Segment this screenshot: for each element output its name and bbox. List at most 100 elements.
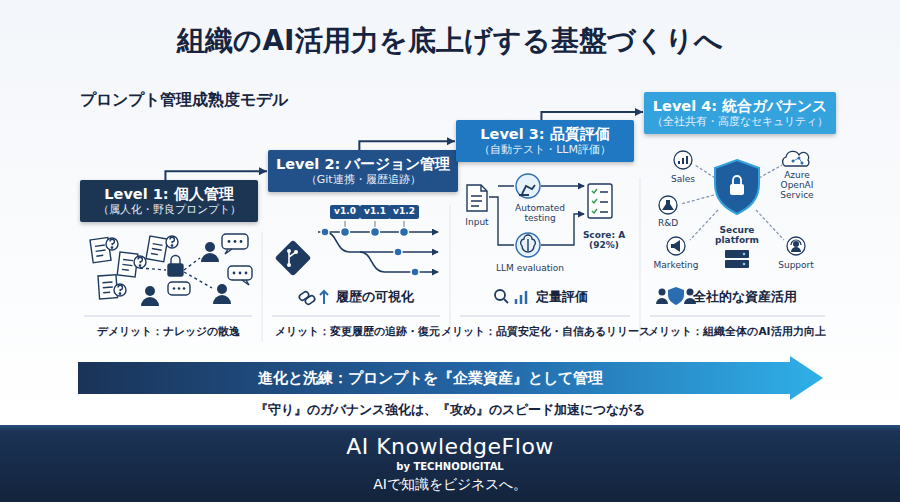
governance-hub-illustration: [791, 240, 801, 245]
node-heading: 進化と洗練：プロンプトを『企業資産』として管理: [78, 362, 823, 394]
level-header: Level 3: 品質評価（自動テスト・LLM評価）: [456, 120, 634, 162]
quality-evaluation-illustration: [516, 174, 540, 198]
git-branch-illustration: [371, 228, 380, 237]
illustration-label: Score: A (92%): [581, 231, 627, 251]
governance-hub-illustration: [695, 165, 715, 178]
scattered-prompts-illustration: [118, 285, 122, 291]
separator-line: [84, 316, 825, 317]
governance-hub-illustration: [787, 237, 805, 255]
scattered-prompts-illustration: [242, 280, 249, 285]
metrics-icon: [495, 290, 505, 300]
arrow-band-shape: [78, 356, 823, 400]
quality-evaluation-illustration: [489, 186, 514, 245]
step-connector: [165, 171, 267, 180]
scattered-prompts-illustration: [225, 249, 232, 254]
node-subtext: （属人化・野良プロンプト）: [88, 203, 250, 217]
scattered-prompts-illustration: [119, 293, 120, 294]
separator-line: [84, 316, 252, 317]
scattered-prompts-illustration: [239, 272, 242, 275]
feature-caption: 全社的な資産活用: [693, 289, 797, 305]
footer-band: AI KnowledgeFlowby TECHNODIGITAL AIで知識をビジ…: [0, 425, 900, 502]
node-subtext: （Git連携・履歴追跡）: [276, 173, 450, 187]
governance-hub-illustration: [681, 195, 714, 204]
history-icon: [298, 291, 310, 302]
git-branch-illustration: [275, 221, 438, 276]
governance-hub-illustration: [756, 210, 784, 240]
governance-hub-illustration: [783, 151, 809, 166]
shared-assets-icon: [668, 287, 684, 305]
governance-hub-illustration: [671, 240, 680, 252]
scattered-prompts-illustration: [173, 287, 176, 290]
step-connector: [359, 141, 455, 150]
department-label: Support: [778, 260, 814, 271]
merit-text: メリット：品質安定化・自信あるリリース: [441, 325, 650, 338]
progress-arrow-band: 進化と洗練：プロンプトを『企業資産』として管理: [78, 356, 823, 400]
node-heading: Level 1: 個人管理: [88, 185, 250, 203]
section-heading: プロンプト管理成熟度モデル: [80, 90, 288, 109]
illustration-label: Automated testing: [511, 204, 569, 224]
scattered-prompts-illustration: [139, 265, 140, 266]
scattered-prompts-illustration: [233, 272, 236, 275]
level-header: Level 1: 個人管理（属人化・野良プロンプト）: [80, 180, 258, 222]
column-divider: [262, 178, 640, 342]
governance-hub-illustration: [662, 200, 674, 210]
scattered-prompts-illustration: [233, 272, 248, 275]
governance-hub-illustration: [743, 253, 746, 266]
git-branch-illustration: [394, 248, 402, 256]
page-ground: [0, 0, 900, 425]
node-heading: AI KnowledgeFlow: [0, 434, 900, 460]
scattered-prompts-illustration: [106, 238, 118, 250]
column-divider: [640, 178, 641, 342]
step-connector: [541, 112, 643, 120]
version-tag: v1.1: [360, 205, 390, 219]
scattered-prompts-illustration: [171, 245, 172, 246]
node-heading: Level 4: 統合ガバナンス: [652, 97, 828, 115]
scattered-prompts-illustration: [171, 256, 180, 265]
scattered-prompts-illustration: [173, 287, 186, 290]
quality-evaluation-illustration: [471, 185, 487, 206]
scattered-prompts-illustration: [146, 236, 168, 262]
governance-hub-illustration: [674, 151, 692, 169]
metrics-icon: [516, 291, 526, 304]
governance-hub-illustration: [793, 158, 802, 163]
governance-hub-illustration: [679, 156, 687, 164]
git-branch-illustration: [321, 228, 419, 277]
governance-hub-illustration: [792, 157, 804, 165]
git-branch-illustration: [287, 263, 291, 267]
scattered-prompts-illustration: [228, 240, 243, 243]
node-subtext: by TECHNODIGITAL: [0, 460, 900, 473]
node-heading: v1.2: [393, 206, 415, 218]
scattered-prompts-illustration: [114, 284, 126, 296]
shared-assets-icon: [687, 289, 694, 296]
quality-evaluation-illustration: [519, 185, 535, 195]
node-heading: v1.1: [364, 206, 386, 218]
quality-evaluation-illustration: [541, 185, 584, 186]
node-subtext: AIで知識をビジネスへ。: [0, 475, 900, 495]
governance-hub-illustration: [690, 210, 718, 240]
scattered-prompts-illustration: [178, 287, 181, 290]
scattered-prompts-illustration: [90, 234, 252, 306]
column-divider: [262, 232, 263, 342]
quality-evaluation-illustration: [600, 192, 608, 212]
governance-hub-illustration: [725, 250, 749, 268]
governance-hub-illustration: [743, 263, 746, 266]
scattered-prompts-illustration: [134, 256, 146, 268]
scattered-prompts-illustration: [151, 244, 163, 256]
separator-line: [460, 316, 630, 317]
governance-hub-illustration: [793, 241, 799, 247]
illustration-label: Input: [465, 217, 488, 228]
scattered-prompts-illustration: [106, 238, 118, 250]
quality-evaluation-illustration: [592, 189, 597, 213]
node-subtext: （全社共有・高度なセキュリティ）: [652, 115, 828, 129]
scattered-prompts-illustration: [102, 282, 113, 293]
git-branch-illustration: [400, 228, 409, 237]
department-label: Sales: [671, 174, 695, 185]
governance-hub-illustration: [659, 196, 677, 214]
git-branch-illustration: [411, 268, 419, 276]
scattered-prompts-illustration: [168, 264, 183, 276]
level-header: Level 2: バージョン管理（Git連携・履歴追跡）: [268, 150, 458, 192]
feature-caption: 履歴の可視化: [336, 289, 414, 305]
scattered-prompts-illustration: [114, 284, 126, 296]
level-header: Level 4: 統合ガバナンス（全社共有・高度なセキュリティ）: [644, 92, 836, 134]
scattered-prompts-illustration: [111, 247, 112, 248]
